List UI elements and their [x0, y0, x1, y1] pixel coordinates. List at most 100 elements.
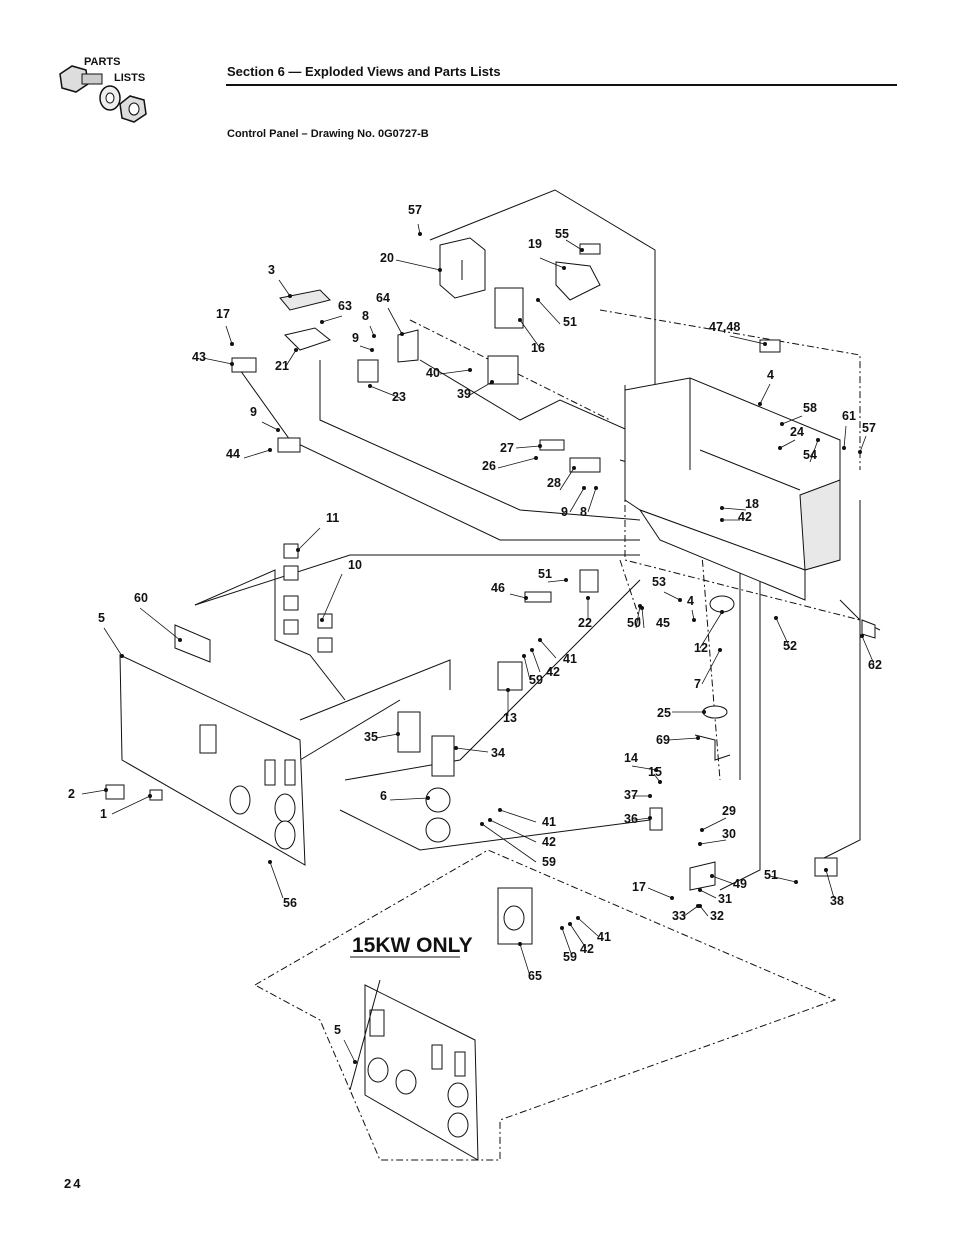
- callout-dot: [276, 428, 280, 432]
- callout-label: 34: [491, 746, 505, 760]
- callout-label: 25: [657, 706, 671, 720]
- callout-label: 19: [528, 237, 542, 251]
- callout-label: 39: [457, 387, 471, 401]
- bracket-44: [277, 437, 301, 453]
- callout-leader-line: [711, 875, 735, 885]
- callout-dot: [594, 486, 598, 490]
- callout-dot: [268, 860, 272, 864]
- callout-label: 20: [380, 251, 394, 265]
- callout-dot: [758, 402, 762, 406]
- callout-dot: [698, 888, 702, 892]
- callout-leader-line: [547, 579, 567, 583]
- callout-dot: [572, 466, 576, 470]
- callout-leader-line: [859, 435, 867, 453]
- wire-harness-left: [239, 369, 640, 541]
- callout-label: 14: [624, 751, 638, 765]
- callout-label: 53: [652, 575, 666, 589]
- terminal-block-27: [539, 439, 565, 451]
- callout-dot: [638, 604, 642, 608]
- callout-leader-line: [729, 335, 766, 345]
- callout-label: 8: [580, 505, 587, 519]
- callout-leader-line: [769, 875, 797, 883]
- breaker-16: [494, 287, 524, 329]
- callout-label: 11: [326, 511, 339, 525]
- logo-parts-text: PARTS: [84, 56, 121, 68]
- callout-dot: [816, 438, 820, 442]
- callout-leader-line: [539, 639, 557, 659]
- callout-leader-line: [202, 357, 233, 365]
- bracket-3: [279, 289, 331, 311]
- callout-dot: [120, 654, 124, 658]
- terminal-39: [487, 355, 519, 385]
- callout-label: 42: [546, 665, 560, 679]
- callout-leader-line: [387, 307, 403, 335]
- callout-label: 46: [491, 581, 505, 595]
- receptacle-6a: [425, 787, 451, 813]
- callout-label: 41: [563, 652, 577, 666]
- callout-dot: [178, 638, 182, 642]
- callout-dot: [568, 922, 572, 926]
- callout-dot: [700, 828, 704, 832]
- 15kw-only-label: 15KW ONLY: [352, 934, 473, 957]
- callout-leader-line: [369, 385, 401, 399]
- callout-dot: [320, 618, 324, 622]
- callout-label: 59: [542, 855, 556, 869]
- callout-dot: [522, 654, 526, 658]
- callout-label: 24: [790, 425, 804, 439]
- callout-label: 59: [563, 950, 577, 964]
- callout-leader-line: [633, 817, 651, 821]
- callout-label: 57: [862, 421, 876, 435]
- callout-label: 47,48: [709, 320, 740, 334]
- callout-dot: [698, 842, 702, 846]
- callout-label: 28: [547, 476, 561, 490]
- callout-dot: [534, 456, 538, 460]
- callout-dot: [490, 380, 494, 384]
- callout-label: 42: [580, 942, 594, 956]
- callout-label: 29: [722, 804, 736, 818]
- callout-dot: [426, 796, 430, 800]
- front-panel: [119, 654, 306, 866]
- callout-leader-line: [699, 611, 723, 649]
- callout-leader-line: [389, 797, 429, 801]
- callout-leader-line: [565, 239, 583, 251]
- callout-label: 49: [733, 877, 747, 891]
- callout-label: 6: [380, 789, 387, 803]
- callout-dot: [454, 746, 458, 750]
- callout-label: 7: [694, 677, 701, 691]
- callout-leader-line: [321, 315, 343, 323]
- callout-leader-line: [81, 789, 107, 795]
- grommet-12: [709, 595, 735, 613]
- fuse-holder-47: [759, 339, 781, 353]
- callout-dot: [530, 648, 534, 652]
- callout-leader-line: [225, 325, 233, 345]
- callout-dot: [720, 506, 724, 510]
- callout-leader-line: [103, 627, 123, 657]
- callout-leader-line: [519, 943, 531, 977]
- wire-69: [694, 734, 731, 761]
- callout-leader-line: [285, 349, 297, 367]
- callout-label: 4: [767, 368, 774, 382]
- callout-label: 10: [348, 558, 362, 572]
- callout-leader-line: [455, 747, 489, 753]
- callout-dot: [763, 342, 767, 346]
- callout-leader-line: [269, 861, 284, 899]
- callout-label: 23: [392, 390, 406, 404]
- callout-leader-line: [641, 607, 645, 629]
- callout-label: 44: [226, 447, 240, 461]
- callout-dot: [648, 794, 652, 798]
- receptacle-13: [497, 661, 523, 691]
- receptacle-15: [431, 735, 455, 777]
- callout-leader-line: [539, 257, 565, 269]
- callout-label: 2: [68, 787, 75, 801]
- callout-label: 9: [561, 505, 568, 519]
- callout-label: 69: [656, 733, 670, 747]
- callout-dot: [824, 868, 828, 872]
- callout-leader-line: [663, 591, 681, 601]
- callout-label: 27: [500, 441, 514, 455]
- callout-dot: [778, 446, 782, 450]
- callout-leader-line: [775, 617, 791, 649]
- callout-leader-line: [667, 737, 699, 741]
- receptacle-14: [397, 711, 421, 753]
- callout-leader-line: [519, 319, 541, 349]
